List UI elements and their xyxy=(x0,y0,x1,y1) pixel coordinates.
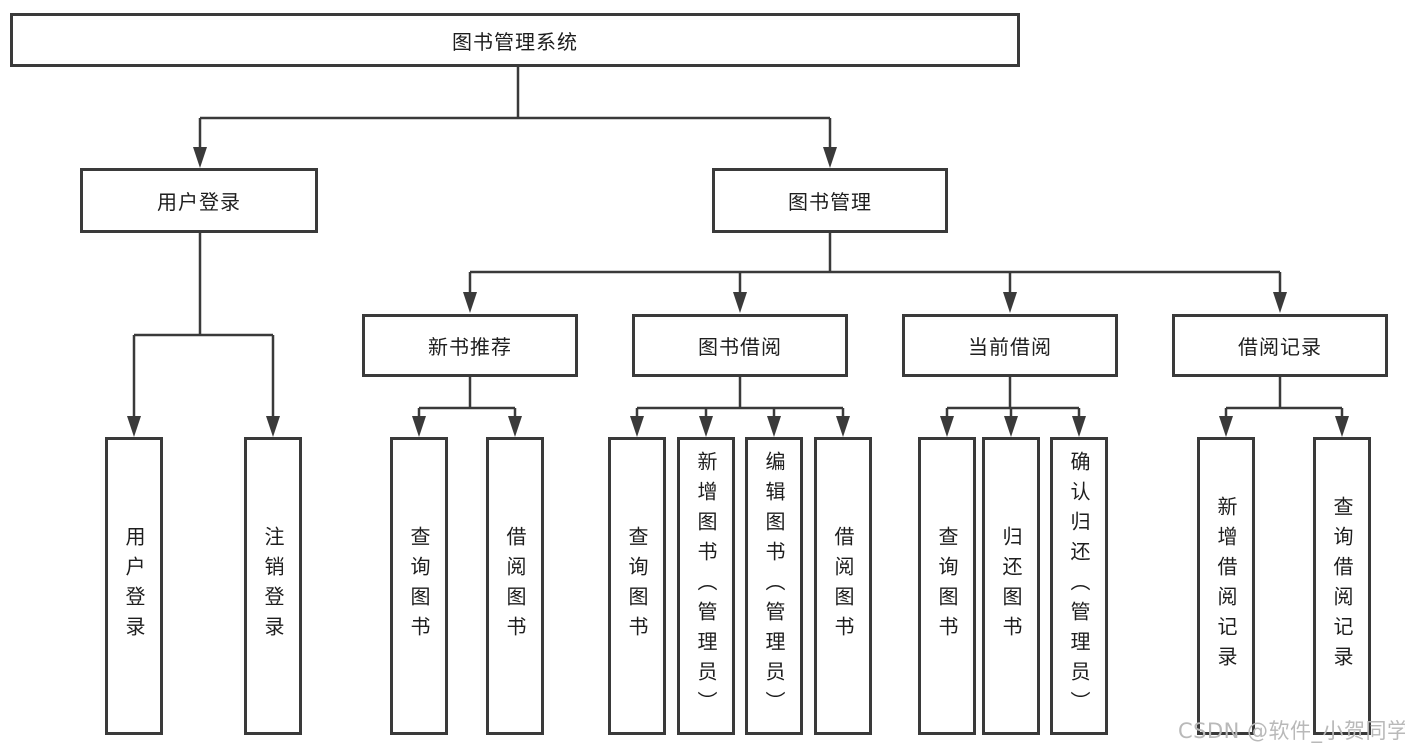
node-root-system-label: 图书管理系统 xyxy=(452,29,578,54)
leaf-user-login-label: 用户登录 xyxy=(122,526,146,646)
node-borrow-records: 借阅记录 xyxy=(1172,314,1388,377)
leaf-records-query-record-label: 查询借阅记录 xyxy=(1330,496,1354,676)
leaf-logout: 注销登录 xyxy=(244,437,302,735)
node-book-borrowing-label: 图书借阅 xyxy=(698,335,782,359)
node-user-login-branch: 用户登录 xyxy=(80,168,318,233)
node-current-borrowing: 当前借阅 xyxy=(902,314,1118,377)
csdn-watermark: CSDN @软件_小贺同学 xyxy=(1178,719,1405,743)
leaf-records-query-record: 查询借阅记录 xyxy=(1313,437,1371,735)
leaf-current-return-books-label: 归还图书 xyxy=(999,526,1023,646)
node-new-book-recommend: 新书推荐 xyxy=(362,314,578,377)
leaf-logout-label: 注销登录 xyxy=(261,526,285,646)
leaf-borrowing-add-books-admin-label: 新增图书（管理员） xyxy=(694,451,718,721)
leaf-borrowing-borrow-books-label: 借阅图书 xyxy=(831,526,855,646)
leaf-newbook-query-books-label: 查询图书 xyxy=(407,526,431,646)
node-new-book-recommend-label: 新书推荐 xyxy=(428,335,512,359)
node-book-borrowing: 图书借阅 xyxy=(632,314,848,377)
leaf-borrowing-query-books: 查询图书 xyxy=(608,437,666,735)
leaf-current-confirm-return-admin: 确认归还（管理员） xyxy=(1050,437,1108,735)
leaf-borrowing-query-books-label: 查询图书 xyxy=(625,526,649,646)
node-user-login-branch-label: 用户登录 xyxy=(157,190,241,214)
leaf-newbook-borrow-books: 借阅图书 xyxy=(486,437,544,735)
node-root-system: 图书管理系统 xyxy=(10,13,1020,67)
leaf-newbook-borrow-books-label: 借阅图书 xyxy=(503,526,527,646)
leaf-current-query-books-label: 查询图书 xyxy=(935,526,959,646)
leaf-records-add-record: 新增借阅记录 xyxy=(1197,437,1255,735)
leaf-records-add-record-label: 新增借阅记录 xyxy=(1214,496,1238,676)
leaf-current-confirm-return-admin-label: 确认归还（管理员） xyxy=(1067,451,1091,721)
leaf-borrowing-add-books-admin: 新增图书（管理员） xyxy=(677,437,735,735)
leaf-borrowing-borrow-books: 借阅图书 xyxy=(814,437,872,735)
leaf-newbook-query-books: 查询图书 xyxy=(390,437,448,735)
leaf-current-return-books: 归还图书 xyxy=(982,437,1040,735)
node-book-management-branch: 图书管理 xyxy=(712,168,948,233)
node-current-borrowing-label: 当前借阅 xyxy=(968,335,1052,359)
leaf-current-query-books: 查询图书 xyxy=(918,437,976,735)
node-book-management-branch-label: 图书管理 xyxy=(788,190,872,214)
leaf-user-login: 用户登录 xyxy=(105,437,163,735)
leaf-borrowing-edit-books-admin: 编辑图书（管理员） xyxy=(745,437,803,735)
leaf-borrowing-edit-books-admin-label: 编辑图书（管理员） xyxy=(762,451,786,721)
node-borrow-records-label: 借阅记录 xyxy=(1238,335,1322,359)
